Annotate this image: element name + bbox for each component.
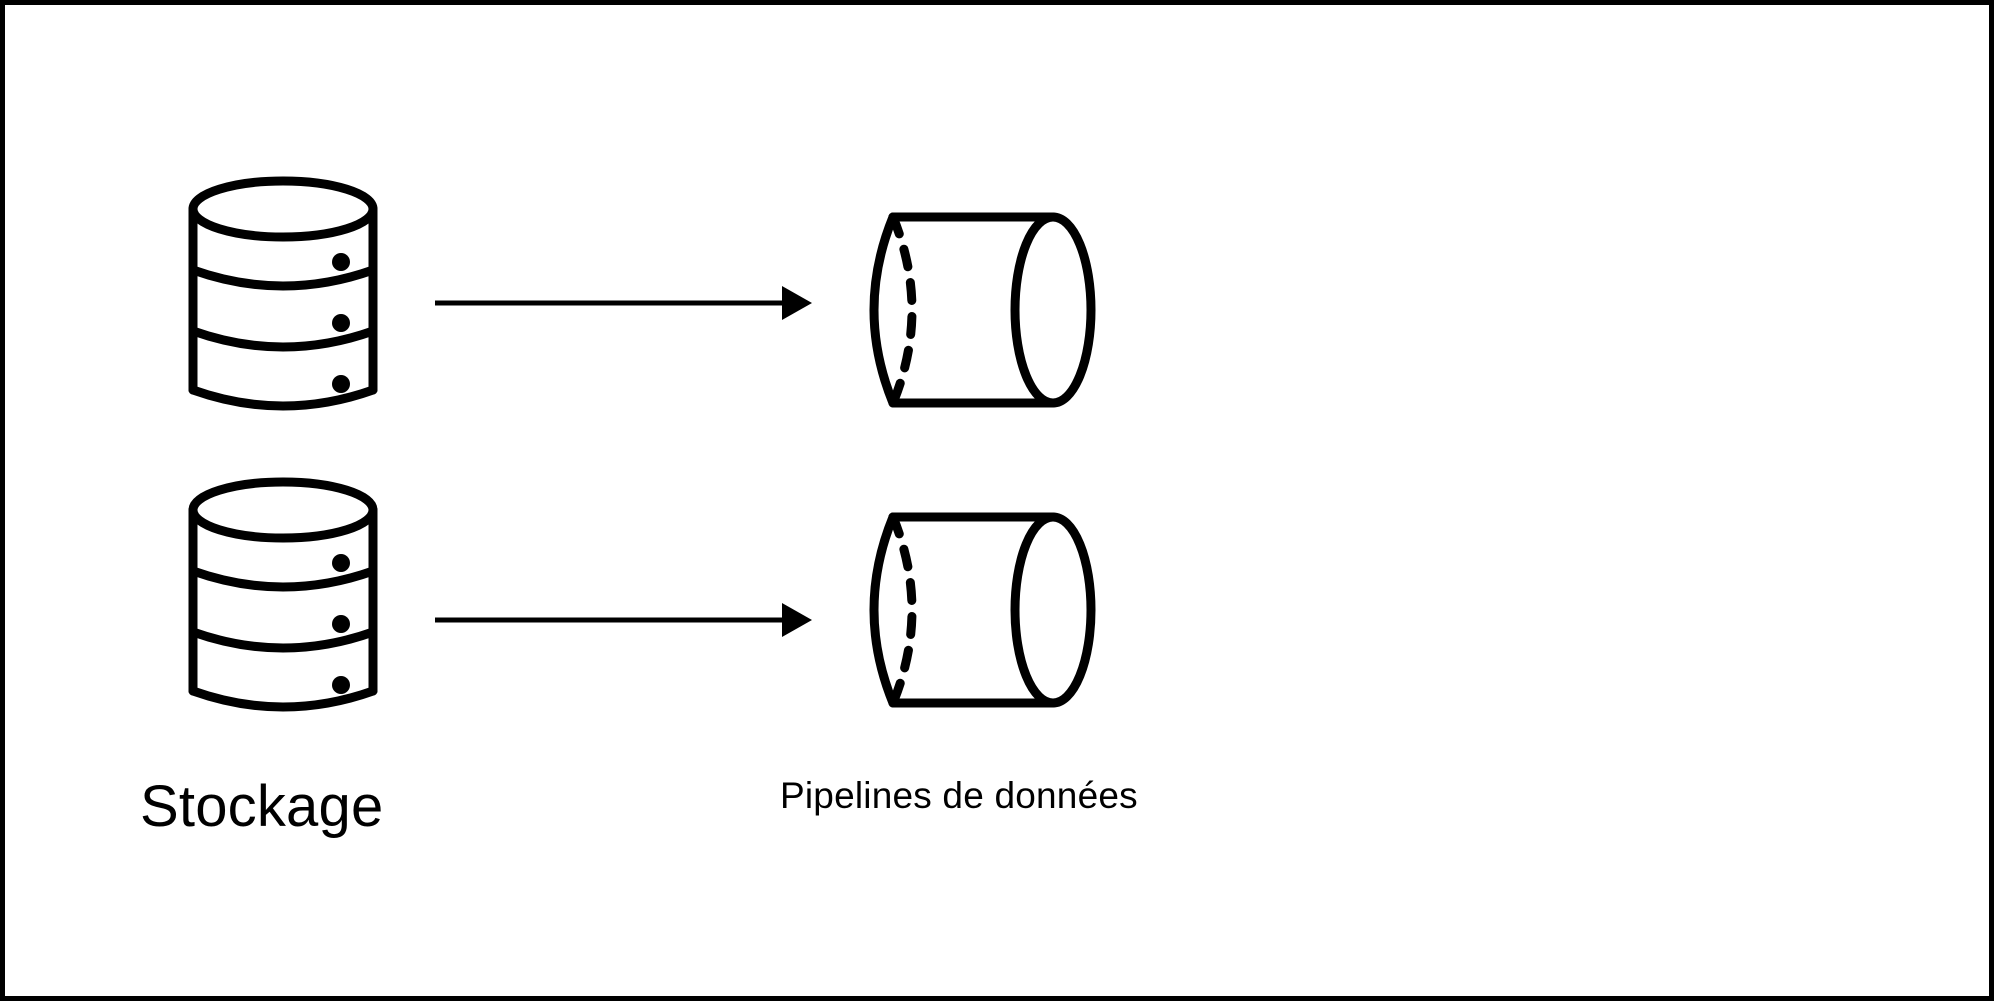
db-divider-2 — [188, 326, 378, 352]
arrow-head — [782, 286, 812, 320]
db-bottom-arc — [188, 686, 378, 712]
arrow-head — [782, 603, 812, 637]
pipe-cylinder-icon[interactable] — [869, 512, 1096, 708]
pipe-right-ellipse — [1010, 512, 1096, 708]
db-divider-1 — [188, 265, 378, 291]
database-indicator-dots — [332, 253, 350, 393]
flow-arrow — [435, 603, 812, 637]
db-divider-1 — [188, 566, 378, 592]
pipe-left-arc — [869, 212, 898, 408]
db-dot-3 — [332, 375, 350, 393]
pipe-hidden-arc — [888, 512, 917, 708]
database-cylinder-icon[interactable] — [188, 477, 378, 712]
database-cylinder-icon[interactable] — [188, 176, 378, 411]
pipe-left-arc — [869, 512, 898, 708]
flow-arrow — [435, 286, 812, 320]
db-dot-2 — [332, 314, 350, 332]
pipelines-group-label: Pipelines de données — [780, 775, 1138, 816]
db-bottom-arc — [188, 385, 378, 411]
database-indicator-dots — [332, 554, 350, 694]
db-top-ellipse — [188, 477, 378, 543]
storage-group-label: Stockage — [140, 774, 384, 839]
pipe-hidden-arc — [888, 212, 917, 408]
db-dot-2 — [332, 615, 350, 633]
db-top-ellipse — [188, 176, 378, 242]
db-dot-1 — [332, 554, 350, 572]
db-dot-3 — [332, 676, 350, 694]
pipe-right-ellipse — [1010, 212, 1096, 408]
pipe-cylinder-icon[interactable] — [869, 212, 1096, 408]
db-divider-2 — [188, 627, 378, 653]
db-dot-1 — [332, 253, 350, 271]
